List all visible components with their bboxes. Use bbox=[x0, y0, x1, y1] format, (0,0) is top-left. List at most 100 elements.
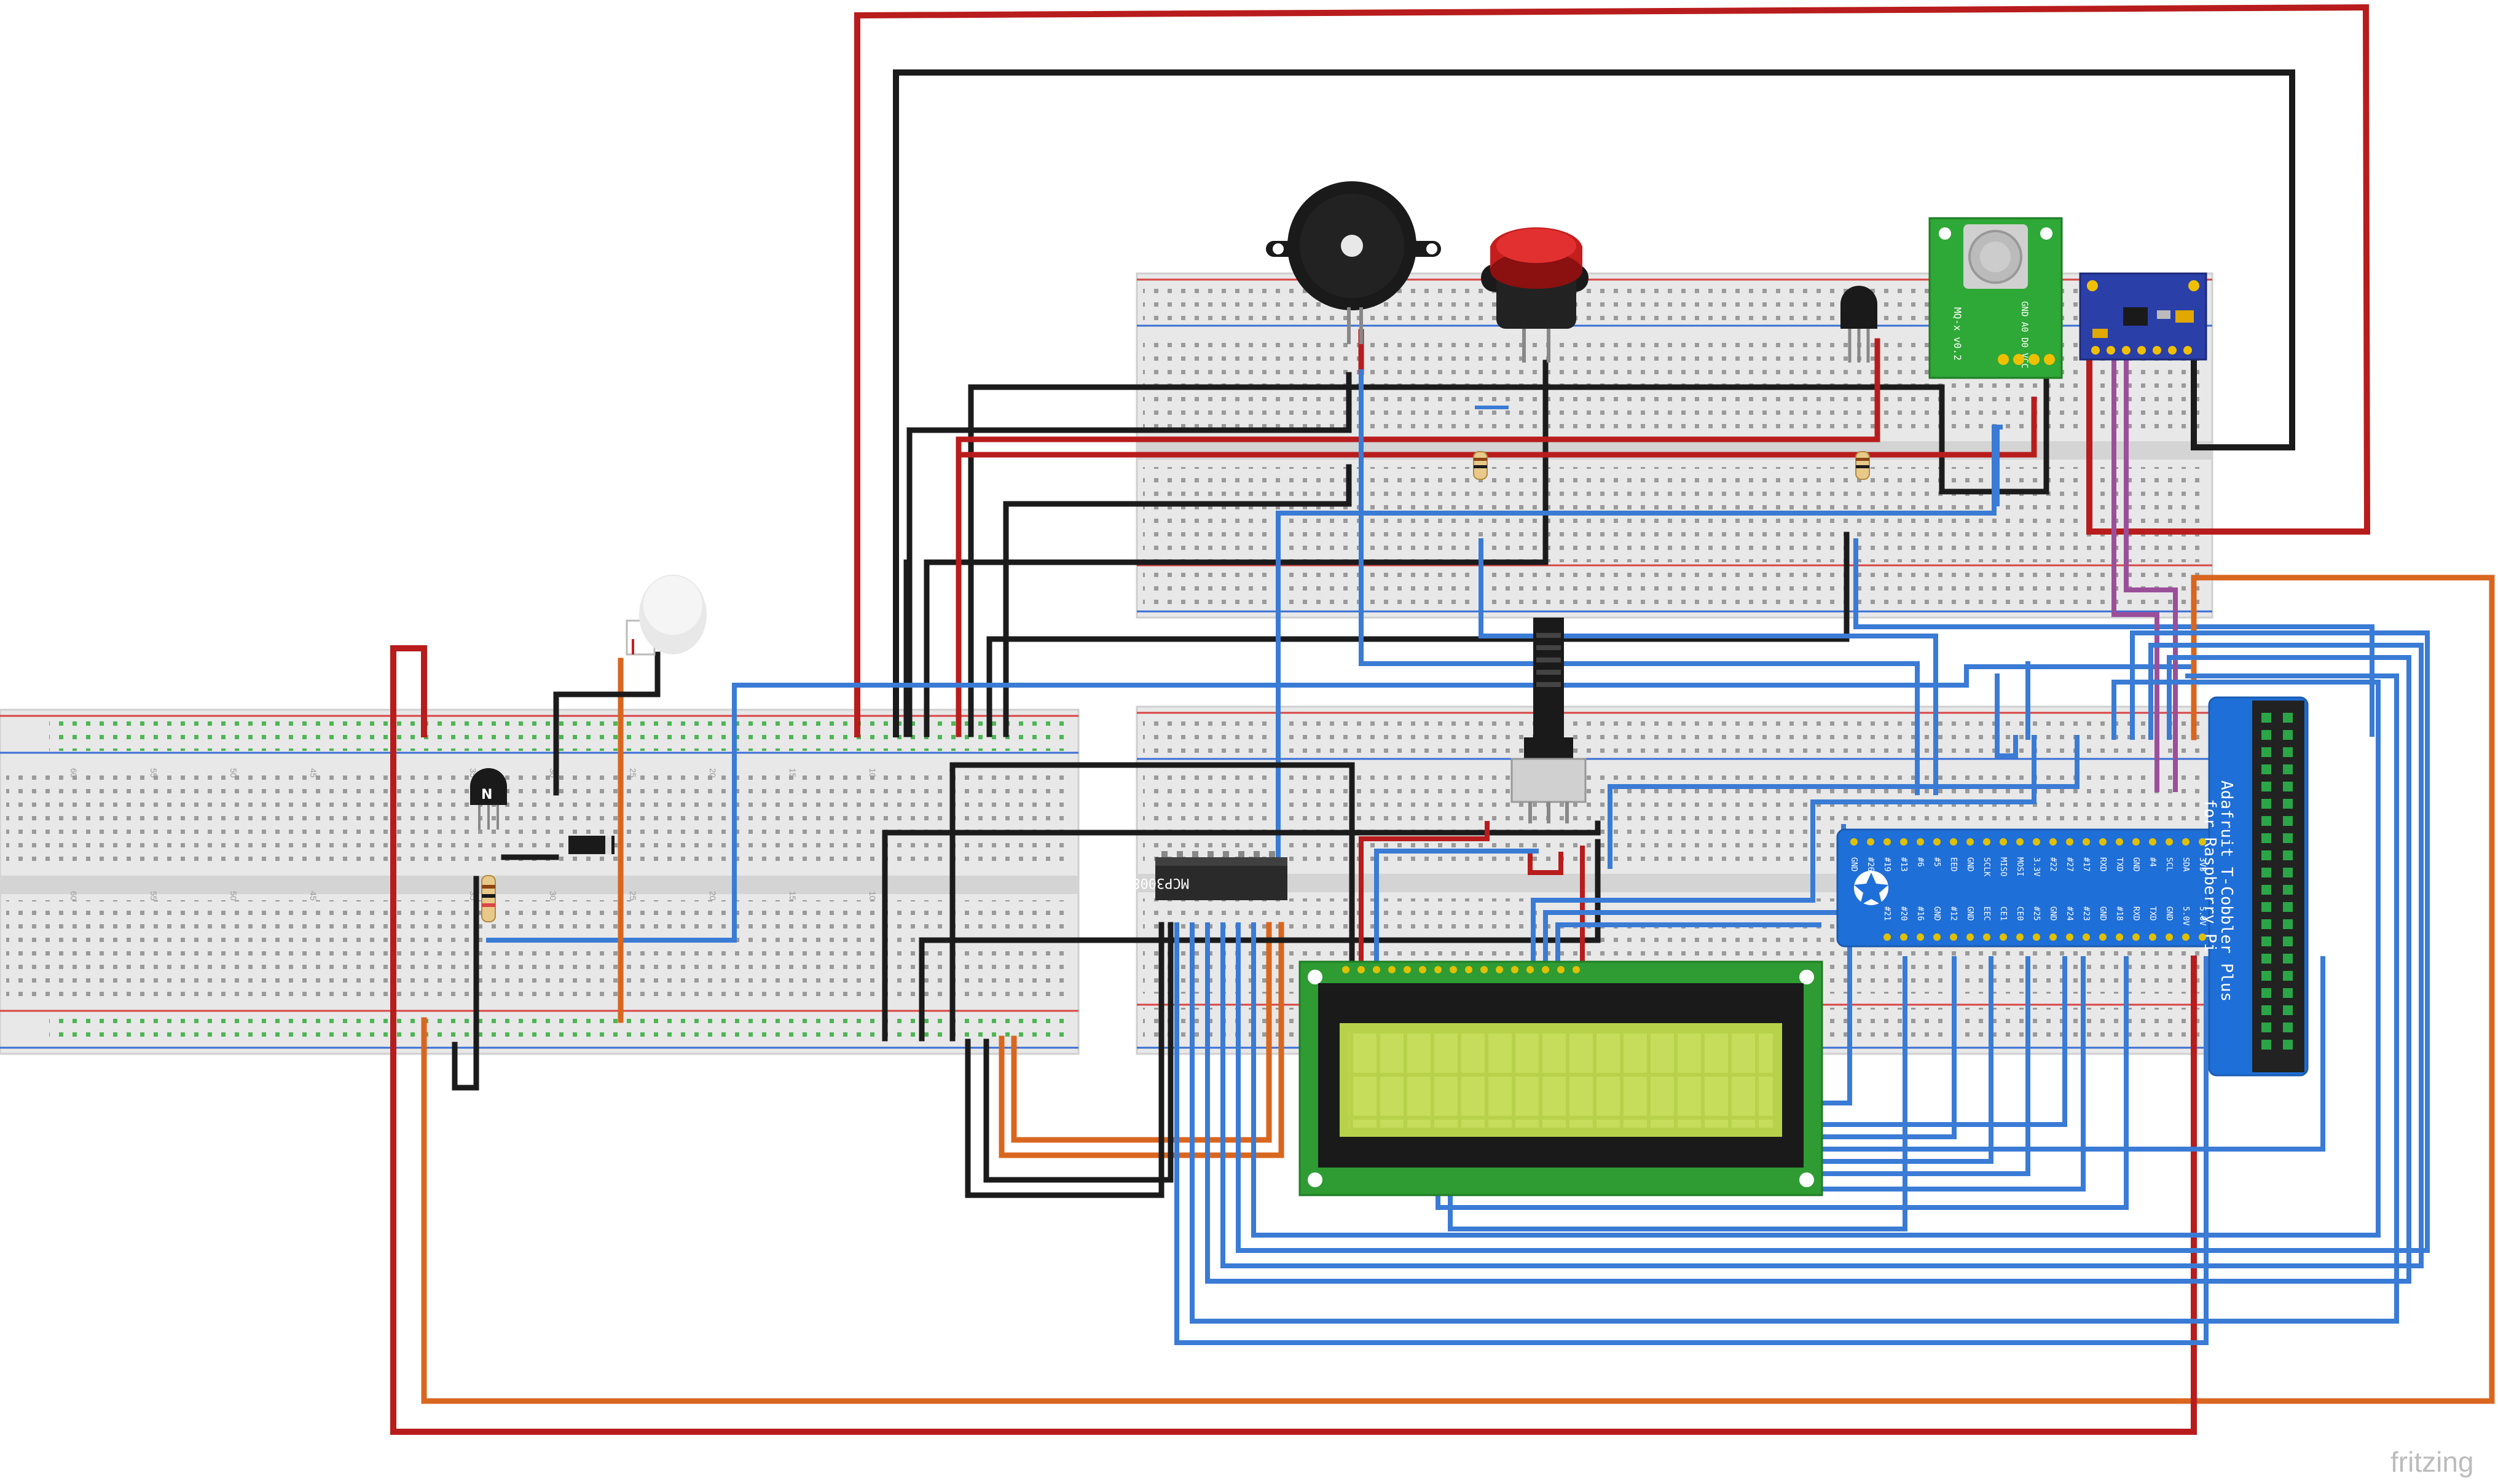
breadboard-number: 15 bbox=[788, 891, 798, 901]
cobbler-pin-label: #18 bbox=[2115, 906, 2124, 921]
header-pin bbox=[2283, 936, 2293, 946]
cobbler-pin-label: SCL bbox=[2164, 857, 2174, 872]
cobbler-pin bbox=[2132, 838, 2140, 846]
cobbler-pin-label: #12 bbox=[1949, 906, 1958, 921]
cobbler-pin bbox=[2149, 933, 2156, 941]
cobbler-pin bbox=[1966, 838, 1974, 846]
cobbler-pin-label: #16 bbox=[1915, 906, 1925, 921]
breadboard-number: 55 bbox=[149, 891, 159, 901]
cobbler-pin-label: #26 bbox=[1866, 857, 1875, 871]
cobbler-pin bbox=[1966, 933, 1974, 941]
cobbler-pin-label: SCLK bbox=[1982, 857, 1991, 876]
fritzing-watermark: fritzing bbox=[2390, 1446, 2473, 1478]
raspberry-logo-icon bbox=[1854, 871, 1888, 905]
cobbler-pin bbox=[1950, 838, 1957, 846]
cobbler-pin-label: TXD bbox=[2115, 857, 2124, 872]
header-pin bbox=[2261, 902, 2271, 912]
cobbler-pin-label: MISO bbox=[1998, 857, 2008, 876]
header-pin bbox=[2261, 885, 2271, 895]
cobbler-pin-label: #24 bbox=[2065, 906, 2074, 921]
cobbler-pin bbox=[2033, 838, 2040, 846]
cobbler-pin bbox=[1900, 933, 1907, 941]
cobbler-pin bbox=[2132, 933, 2140, 941]
header-pin bbox=[2261, 799, 2271, 809]
cobbler-pin bbox=[1900, 838, 1907, 846]
cobbler-pin bbox=[2182, 838, 2190, 846]
cobbler-pin-label: #21 bbox=[1882, 906, 1891, 921]
cobbler-pin bbox=[1983, 933, 1990, 941]
header-pin bbox=[2261, 816, 2271, 826]
breadboard-number: 60 bbox=[69, 891, 79, 901]
cobbler-pin-label: GND bbox=[2131, 857, 2140, 872]
cobbler-pin-label: #23 bbox=[2081, 906, 2091, 921]
header-pin bbox=[2283, 868, 2293, 877]
cobbler-pin-label: 5.0V bbox=[2181, 906, 2190, 925]
cobbler-pin bbox=[1950, 933, 1957, 941]
cobbler-pin-label: 3V3 bbox=[2198, 857, 2207, 871]
cobbler-pin-label: #19 bbox=[1882, 857, 1891, 871]
header-pin bbox=[2283, 799, 2293, 809]
header-pin bbox=[2261, 850, 2271, 860]
cobbler-pin-label: RXD bbox=[2131, 906, 2140, 921]
header-pin bbox=[2283, 850, 2293, 860]
cobbler-pin-label: 5.0V bbox=[2198, 906, 2207, 925]
adc-chip-label: MCP3008 bbox=[1132, 875, 1189, 890]
wire-black-top-loop bbox=[893, 69, 2295, 737]
breadboard-number: 10 bbox=[868, 891, 878, 901]
temperature-sensor-icon bbox=[1840, 286, 1877, 363]
wire-red-bottom-loop bbox=[390, 645, 2197, 1435]
resistor-3 bbox=[481, 875, 496, 922]
cobbler-pin-label: TXD bbox=[2148, 906, 2157, 921]
cobbler-pin-label: MOSI bbox=[2015, 857, 2024, 876]
cobbler-pin-label: GND bbox=[1965, 906, 1974, 921]
cobbler-pin bbox=[2083, 838, 2090, 846]
breadboard-number: 45 bbox=[308, 891, 318, 901]
header-pin bbox=[2261, 868, 2271, 877]
breadboard-number: 25 bbox=[628, 891, 638, 901]
breadboard-number: 20 bbox=[708, 768, 718, 778]
gas-sensor-module: MQ-x v0.2 GND A0 D0 VCC bbox=[1928, 217, 2063, 379]
cobbler-pin bbox=[2116, 933, 2123, 941]
breadboard-number: 55 bbox=[149, 768, 159, 778]
cobbler-pin-label: GND bbox=[1965, 857, 1974, 872]
buzzer-icon bbox=[1266, 181, 1441, 344]
piezo-sensor-icon bbox=[626, 575, 707, 656]
cobbler-pin bbox=[2166, 933, 2173, 941]
header-pin bbox=[2283, 816, 2293, 826]
cobbler-pin-label: GND bbox=[2098, 906, 2107, 921]
cobbler-pin-label: RXD bbox=[2098, 857, 2107, 872]
cobbler-pin-label: #13 bbox=[1899, 857, 1908, 871]
header-pin bbox=[2261, 919, 2271, 929]
cobbler-pin bbox=[2066, 838, 2073, 846]
cobbler-pin bbox=[2116, 838, 2123, 846]
cobbler-title-1: Adafruit T-Cobbler Plus bbox=[2217, 780, 2236, 1002]
cobbler-pin bbox=[1917, 838, 1924, 846]
cobbler-pin bbox=[1850, 838, 1858, 846]
header-pin bbox=[2283, 988, 2293, 998]
header-pin bbox=[2283, 902, 2293, 912]
cobbler-pin-label: CE1 bbox=[1998, 906, 2008, 921]
cobbler-pin-label: #5 bbox=[1932, 857, 1941, 867]
cobbler-pin-label: #20 bbox=[1899, 906, 1908, 921]
cobbler-pin bbox=[2199, 838, 2206, 846]
cobbler-pin bbox=[1917, 933, 1924, 941]
push-button-icon bbox=[1481, 227, 1589, 363]
wire-red-top-loop bbox=[854, 4, 2371, 737]
transistor-label: N bbox=[481, 787, 492, 803]
header-pin bbox=[2261, 1040, 2271, 1050]
lcd-display bbox=[1298, 960, 1823, 1196]
cobbler-pin bbox=[2066, 933, 2073, 941]
breadboard-number: 15 bbox=[788, 768, 798, 778]
cobbler-pin bbox=[1933, 933, 1941, 941]
cobbler-pin-label: GND bbox=[1932, 906, 1941, 921]
cobbler-pin-label: CE0 bbox=[2015, 906, 2024, 921]
header-pin bbox=[2283, 782, 2293, 791]
gas-module-label: MQ-x v0.2 bbox=[1952, 307, 1963, 361]
cobbler-pin-label: GND bbox=[2164, 906, 2174, 921]
header-pin bbox=[2283, 764, 2293, 774]
gas-sensor-pins-label: GND A0 D0 VCC bbox=[2019, 301, 2029, 369]
cobbler-pin bbox=[1883, 933, 1891, 941]
header-pin bbox=[2261, 782, 2271, 791]
breadboard-number: 10 bbox=[868, 768, 878, 778]
cobbler-pin bbox=[2033, 933, 2040, 941]
